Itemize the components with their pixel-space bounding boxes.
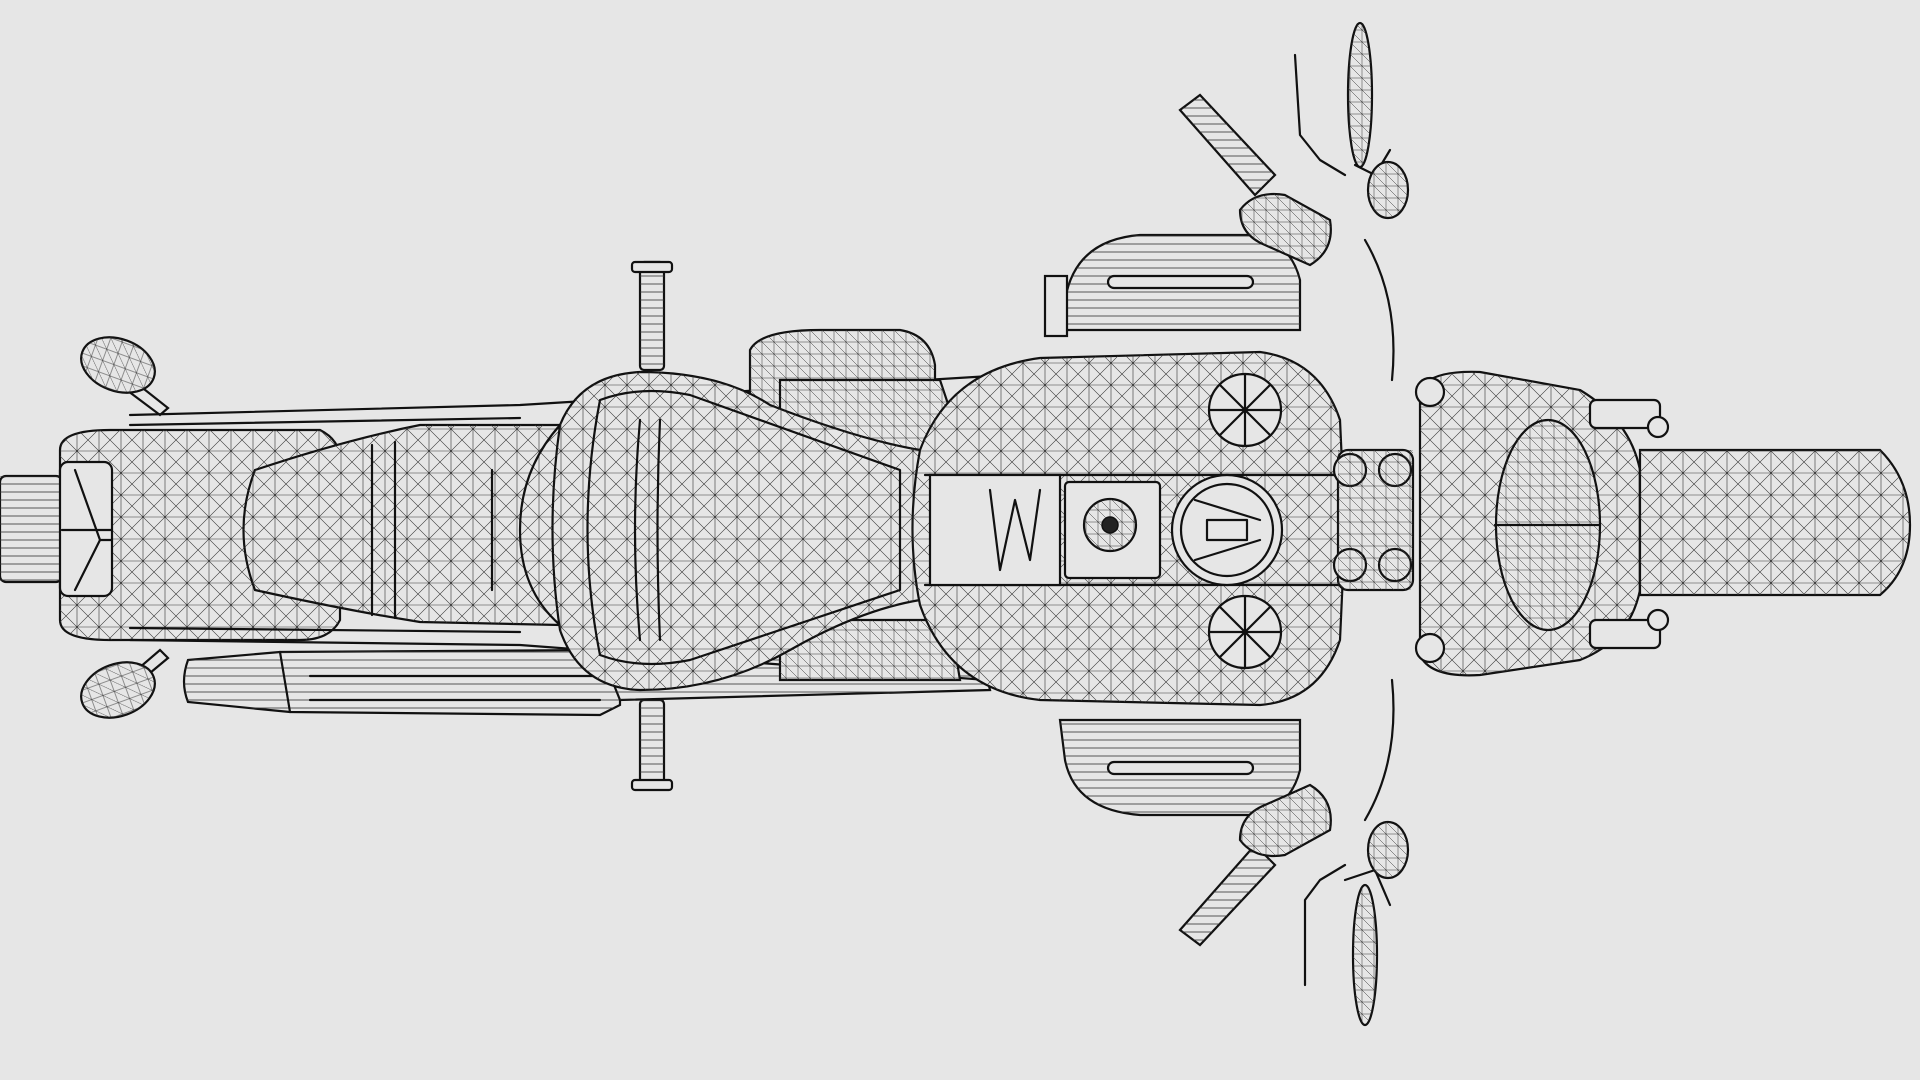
front-wheel bbox=[1638, 448, 1912, 597]
grip-left bbox=[1178, 93, 1332, 267]
passenger-seat bbox=[242, 423, 562, 627]
mirror-right bbox=[1303, 863, 1392, 1027]
speedometer bbox=[1170, 473, 1284, 587]
rear-footpeg-right bbox=[630, 698, 674, 792]
grip-right bbox=[1178, 783, 1332, 947]
rear-turn-signal-left bbox=[80, 336, 170, 417]
tail-light bbox=[0, 460, 114, 598]
footboard-right bbox=[1058, 718, 1302, 817]
mirror-left bbox=[1293, 21, 1392, 177]
footboard-left bbox=[1043, 233, 1302, 338]
fuel-cap-left bbox=[1207, 372, 1283, 448]
rear-footpeg-left bbox=[630, 260, 674, 372]
rider-seat bbox=[551, 370, 922, 692]
fuel-cap-right bbox=[1207, 594, 1283, 670]
rear-turn-signal-right bbox=[80, 648, 170, 719]
triple-clamp bbox=[1332, 448, 1415, 592]
front-turn-signal-left bbox=[1366, 160, 1410, 220]
tank-console bbox=[928, 473, 1162, 587]
headlight bbox=[1493, 418, 1602, 632]
fork-legs bbox=[1588, 398, 1670, 650]
front-turn-signal-right bbox=[1366, 820, 1410, 880]
